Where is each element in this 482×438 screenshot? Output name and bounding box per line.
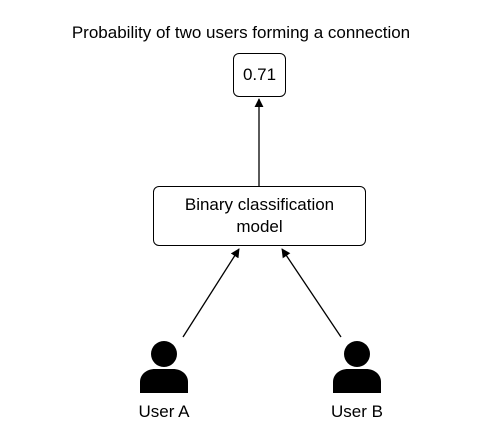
diagram-title: Probability of two users forming a conne… — [71, 23, 411, 42]
probability-value: 0.71 — [242, 65, 277, 84]
arrow-user-b-to-model — [281, 248, 342, 338]
user-a-icon — [140, 341, 188, 393]
binary-classification-model-box: Binary classification model — [153, 186, 366, 246]
arrow-user-a-to-model — [182, 248, 240, 338]
model-label-line-1: Binary classification — [184, 195, 335, 214]
user-b-label: User B — [331, 402, 383, 421]
user-a-label: User A — [138, 402, 190, 421]
model-label-line-2: model — [236, 217, 283, 236]
user-b-icon — [333, 341, 381, 393]
probability-output-box: 0.71 — [233, 53, 286, 97]
